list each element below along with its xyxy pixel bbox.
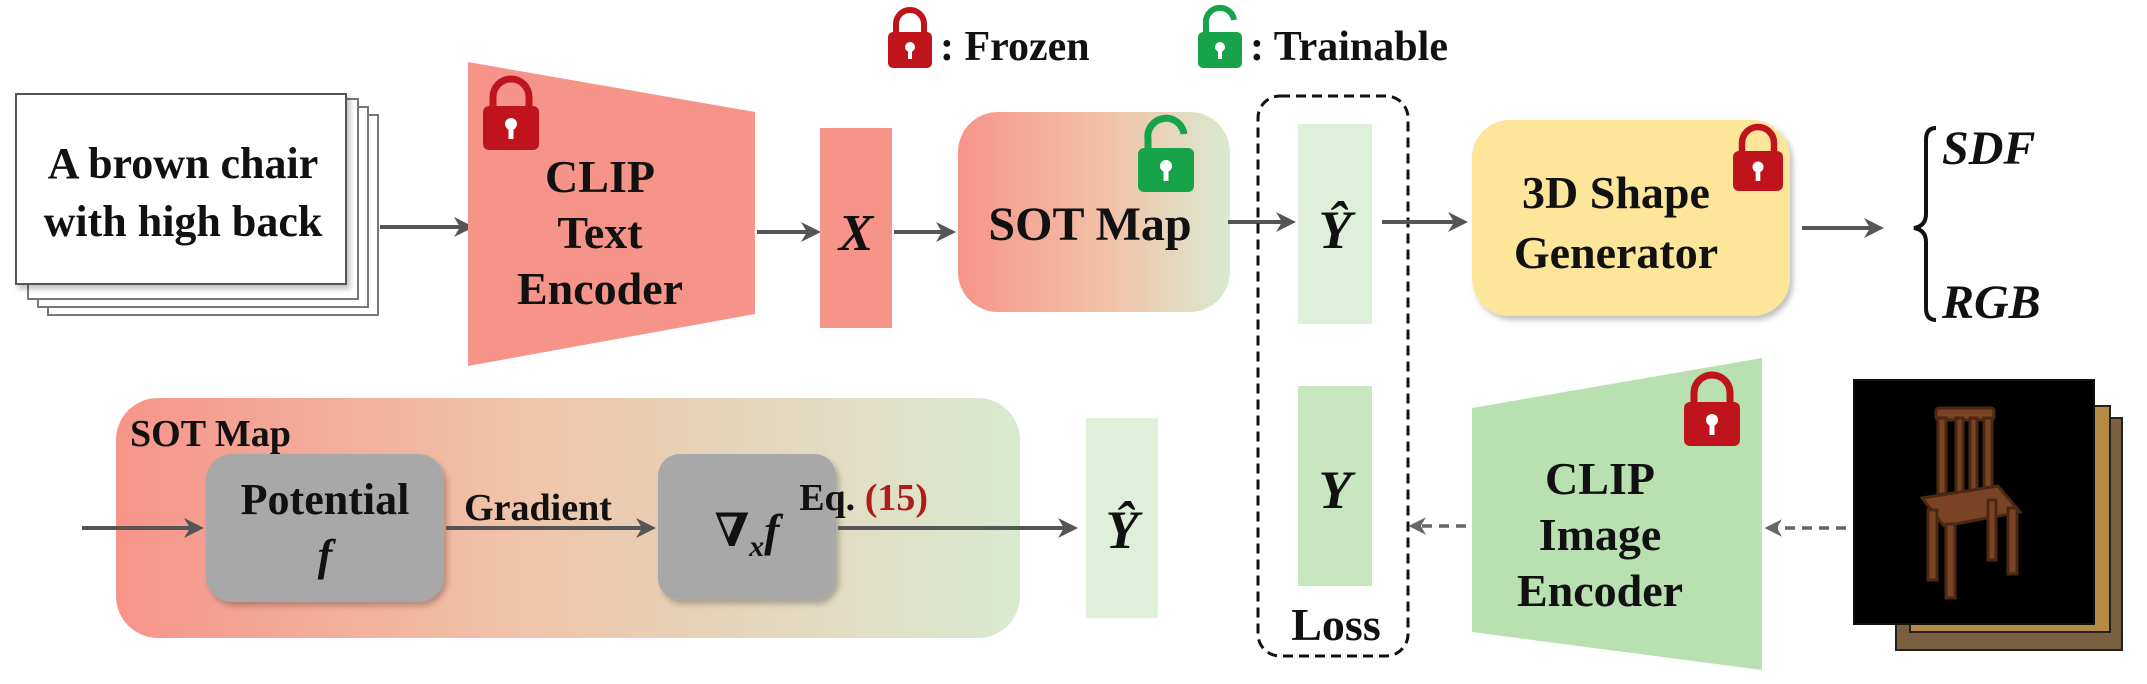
- gradient-label: Gradient: [464, 487, 612, 529]
- text-encoder-lock-icon: [483, 75, 539, 150]
- text-prompt-stack: A brown chair with high back: [15, 93, 379, 316]
- frozen-lock-icon: [888, 7, 932, 68]
- prompt-line-1: A brown chair: [48, 139, 319, 188]
- trainable-label: : Trainable: [1250, 24, 1448, 70]
- output-rgb: RGB: [1941, 276, 2041, 329]
- shape-generator: 3D Shape Generator: [1472, 120, 1790, 316]
- eq-label: Eq. (15): [799, 477, 928, 519]
- y-block: Y: [1298, 386, 1372, 586]
- x-label: X: [837, 205, 875, 262]
- image-encoder-lock-icon: [1684, 371, 1740, 446]
- y-label: Y: [1319, 460, 1357, 520]
- chair-image: [1919, 406, 2023, 600]
- potential-label: Potential: [241, 475, 410, 524]
- generator-lock-icon: [1733, 123, 1783, 191]
- frozen-label: : Frozen: [940, 24, 1090, 70]
- sot-map-label: SOT Map: [988, 198, 1191, 251]
- output-sdf: SDF: [1942, 122, 2035, 175]
- potential-f-label: f: [318, 531, 337, 580]
- generator-line-1: 3D Shape: [1522, 167, 1710, 218]
- image-encoder-line-1: CLIP: [1545, 453, 1655, 504]
- y-hat-block: Ŷ: [1298, 124, 1372, 324]
- potential-block: Potential f: [206, 454, 444, 602]
- clip-image-encoder: CLIP Image Encoder: [1472, 358, 1762, 670]
- generator-line-2: Generator: [1514, 227, 1718, 278]
- trainable-lock-icon: [1198, 4, 1242, 68]
- sot-map-block: SOT Map: [958, 112, 1230, 312]
- grad-f-label: ∇xf: [715, 505, 785, 563]
- outputs-bracket: SDF RGB: [1913, 122, 2041, 329]
- sot-map-detail: SOT Map Potential f Gradient ∇xf Eq. (15…: [82, 398, 1078, 638]
- image-encoder-line-3: Encoder: [1517, 565, 1683, 616]
- x-embedding: X: [820, 128, 892, 328]
- prompt-line-2: with high back: [44, 197, 323, 246]
- text-encoder-line-2: Text: [557, 207, 643, 258]
- grad-f-block: ∇xf: [658, 454, 836, 600]
- loss-label: Loss: [1291, 599, 1380, 650]
- clip-text-encoder: CLIP Text Encoder: [468, 62, 755, 366]
- rendered-image-stack: [1853, 379, 2123, 651]
- text-encoder-shape: [468, 62, 755, 366]
- y-hat-output-label: Ŷ: [1106, 500, 1144, 560]
- image-encoder-line-2: Image: [1539, 509, 1662, 560]
- y-hat-output-block: Ŷ: [1086, 418, 1158, 618]
- sot-map-unlock-icon: [1138, 114, 1194, 192]
- loss-box: [1256, 94, 1410, 658]
- y-hat-label: Ŷ: [1319, 200, 1357, 260]
- text-encoder-line-1: CLIP: [545, 151, 655, 202]
- legend: : Frozen : Trainable: [888, 4, 1448, 70]
- text-prompt-card: [15, 93, 347, 285]
- text-encoder-line-3: Encoder: [517, 263, 683, 314]
- sot-detail-title: SOT Map: [130, 413, 291, 455]
